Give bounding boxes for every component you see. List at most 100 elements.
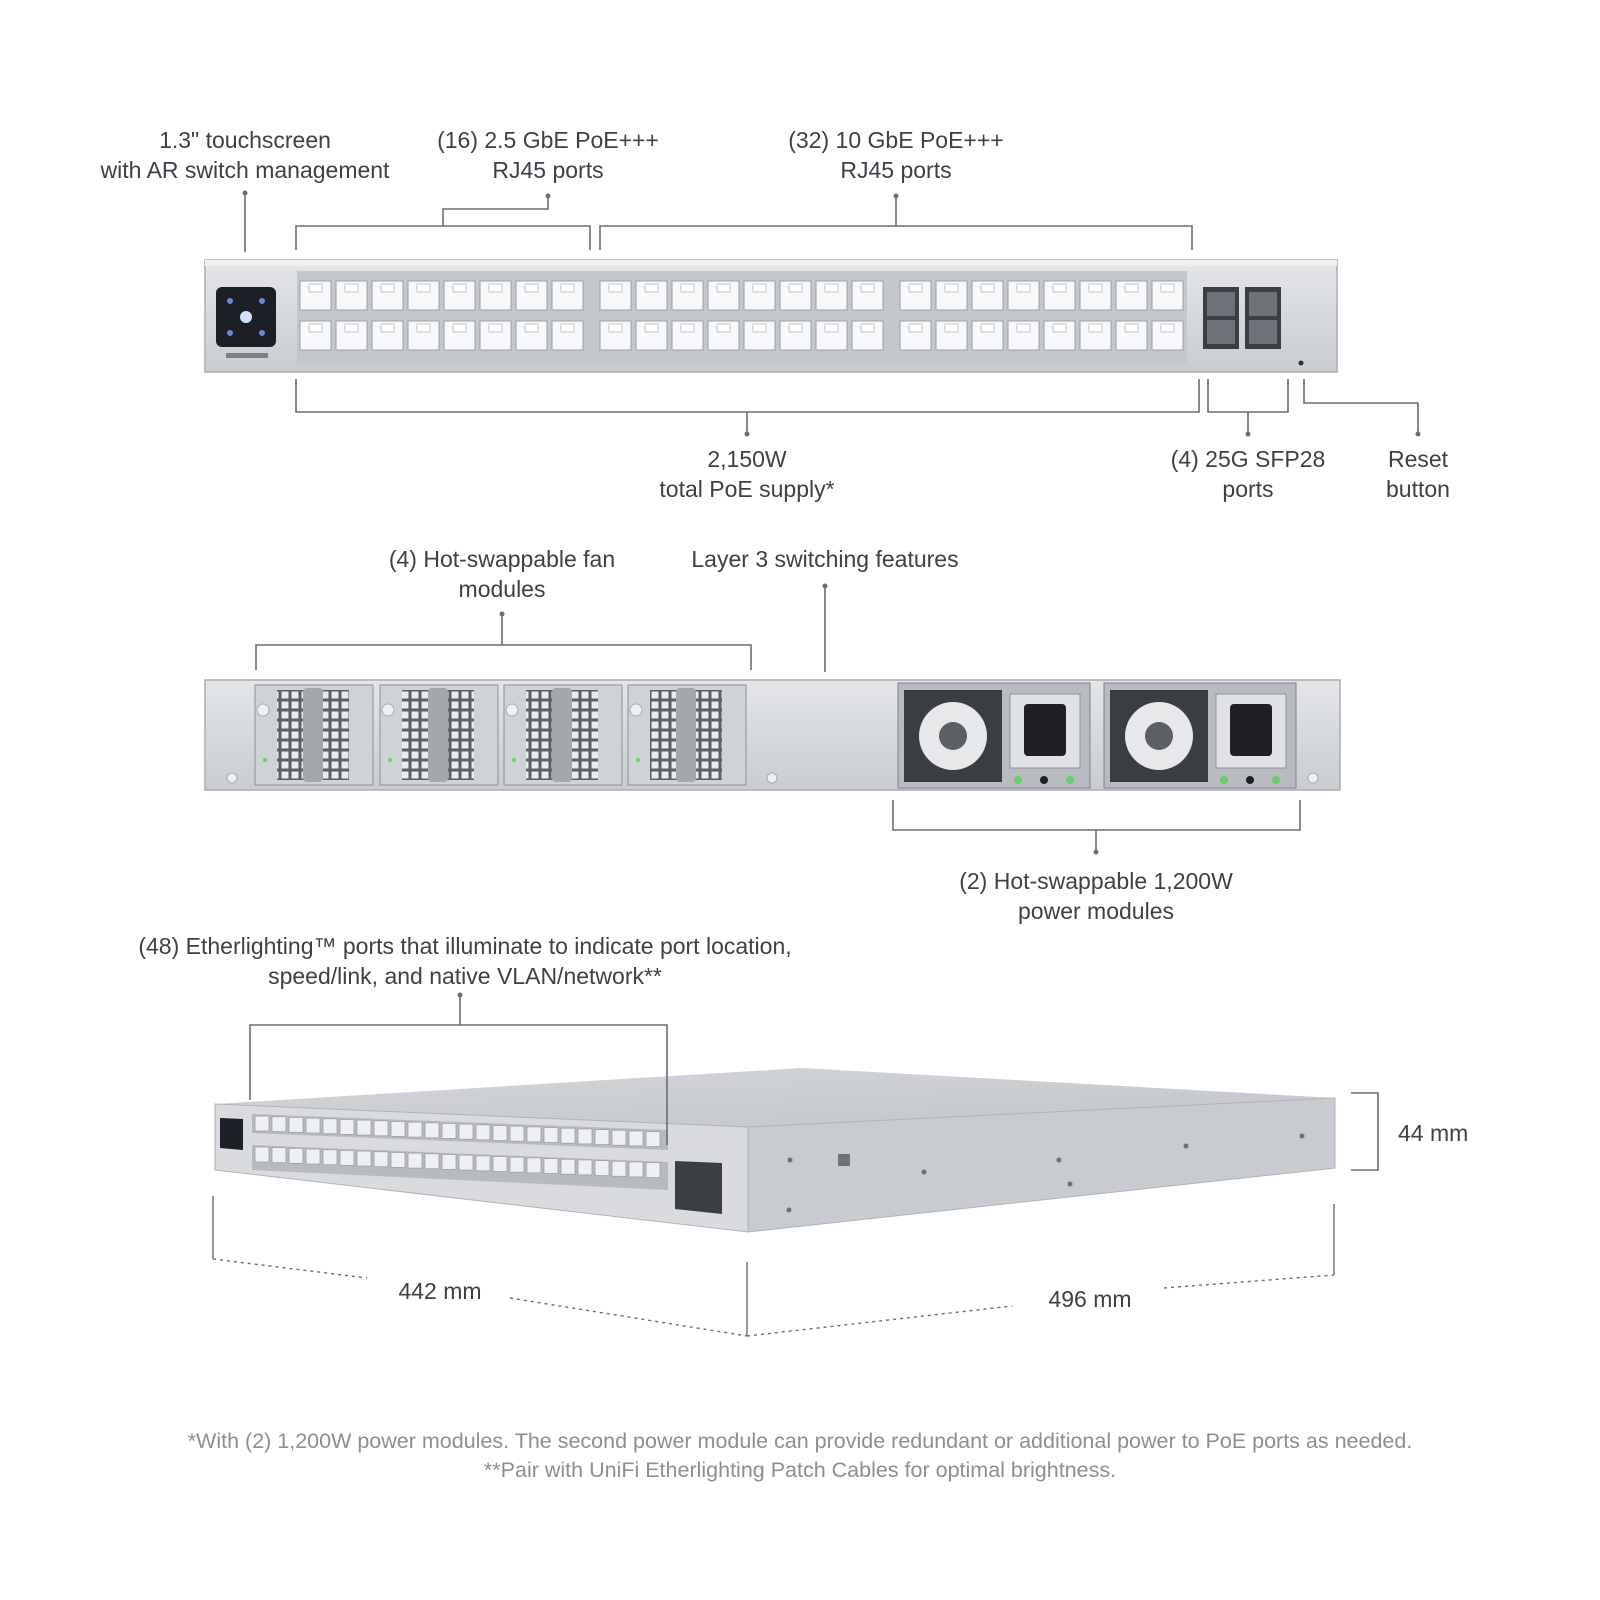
power-modules <box>897 682 1297 789</box>
iso-port <box>373 1120 389 1137</box>
rj45-port <box>1151 280 1184 311</box>
iso-port <box>390 1152 406 1168</box>
iso-port <box>628 1130 644 1147</box>
front-switch <box>204 259 1338 373</box>
rj45-port <box>443 320 476 351</box>
iso-port <box>407 1152 423 1169</box>
rj45-port <box>551 280 584 311</box>
rj45-port <box>515 280 548 311</box>
iso-port <box>543 1158 559 1174</box>
iso-port <box>356 1119 372 1136</box>
power-module <box>897 682 1091 789</box>
fan-module <box>503 684 623 786</box>
rj45-port <box>299 320 332 351</box>
fan-modules <box>254 684 747 786</box>
iso-port <box>492 1156 508 1172</box>
iso-port <box>424 1122 440 1139</box>
rj45-port <box>551 320 584 351</box>
label-reset-button: Reset button <box>1386 446 1450 502</box>
rj45-port <box>371 320 404 351</box>
label-10g-ports: (32) 10 GbE PoE+++ RJ45 ports <box>788 127 1004 183</box>
rj45-port <box>407 320 440 351</box>
label-2-5g-ports: (16) 2.5 GbE PoE+++ RJ45 ports <box>437 127 659 183</box>
sfp28-cages <box>1203 287 1281 349</box>
iso-port <box>322 1149 338 1166</box>
iso-port <box>645 1162 661 1179</box>
front-callout-lines <box>244 193 1419 434</box>
rj45-port <box>335 280 368 311</box>
rj45-port <box>635 280 668 311</box>
dimension-height: 44 mm <box>1398 1120 1469 1146</box>
rj45-port <box>1079 280 1112 311</box>
rj45-port <box>299 280 332 311</box>
iso-port <box>458 1154 474 1171</box>
iso-port <box>339 1150 355 1166</box>
iso-port <box>509 1125 525 1142</box>
brand-mark <box>226 353 268 358</box>
label-layer3: Layer 3 switching features <box>691 546 959 572</box>
rj45-port <box>935 320 968 351</box>
label-poe-supply: 2,150W total PoE supply* <box>659 446 835 502</box>
rj45-port <box>1007 320 1040 351</box>
fan-module <box>379 684 499 786</box>
rj45-port <box>479 280 512 311</box>
reset-button <box>1298 360 1304 366</box>
rj45-port <box>743 320 776 351</box>
iso-port <box>475 1124 491 1141</box>
front-callout-dots <box>242 190 1421 437</box>
iso-port <box>628 1161 644 1178</box>
iso-port <box>526 1126 542 1143</box>
rj45-port <box>1151 320 1184 351</box>
iso-port <box>339 1119 355 1135</box>
rear-switch <box>204 679 1341 791</box>
iso-port <box>390 1121 406 1137</box>
iso-port <box>560 1158 576 1175</box>
iso-port <box>577 1128 593 1145</box>
rj45-port <box>935 280 968 311</box>
iso-port <box>526 1157 542 1174</box>
rj45-port <box>1115 280 1148 311</box>
iso-port <box>288 1147 304 1164</box>
dimension-lines <box>212 1196 1335 1336</box>
iso-ports <box>254 1115 661 1179</box>
rj45-port <box>899 320 932 351</box>
rj45-port <box>1079 320 1112 351</box>
iso-port <box>271 1147 287 1164</box>
rj45-port <box>515 320 548 351</box>
dimension-depth: 496 mm <box>1048 1286 1132 1312</box>
iso-port <box>254 1115 270 1132</box>
rj45-port <box>707 280 740 311</box>
iso-port <box>458 1123 474 1140</box>
rj45-port <box>971 280 1004 311</box>
iso-port <box>305 1117 321 1134</box>
rj45-port <box>971 320 1004 351</box>
iso-switch <box>214 1068 1336 1233</box>
rj45-port <box>671 280 704 311</box>
iso-port <box>288 1116 304 1133</box>
iso-port <box>543 1127 559 1143</box>
footnote-power: *With (2) 1,200W power modules. The seco… <box>187 1429 1413 1453</box>
rear-callout-lines <box>255 586 1301 852</box>
fan-module <box>254 684 374 786</box>
rj45-port <box>899 280 932 311</box>
iso-port <box>475 1155 491 1172</box>
rj45-port <box>671 320 704 351</box>
rj45-port <box>851 320 884 351</box>
rj45-port <box>1007 280 1040 311</box>
dimension-width: 442 mm <box>398 1278 482 1304</box>
power-module <box>1103 682 1297 789</box>
iso-port <box>441 1123 457 1139</box>
iso-port <box>322 1118 338 1135</box>
rj45-ports <box>299 280 1184 351</box>
iso-port <box>594 1160 610 1176</box>
iso-port <box>305 1148 321 1165</box>
rj45-port <box>479 320 512 351</box>
iso-port <box>594 1129 610 1145</box>
iso-port <box>271 1116 287 1133</box>
rj45-port <box>407 280 440 311</box>
iso-callout-lines <box>249 995 1379 1171</box>
label-etherlighting: (48) Etherlighting™ ports that illuminat… <box>138 933 792 989</box>
rj45-port <box>815 320 848 351</box>
rear-callout-dots <box>499 583 1099 855</box>
